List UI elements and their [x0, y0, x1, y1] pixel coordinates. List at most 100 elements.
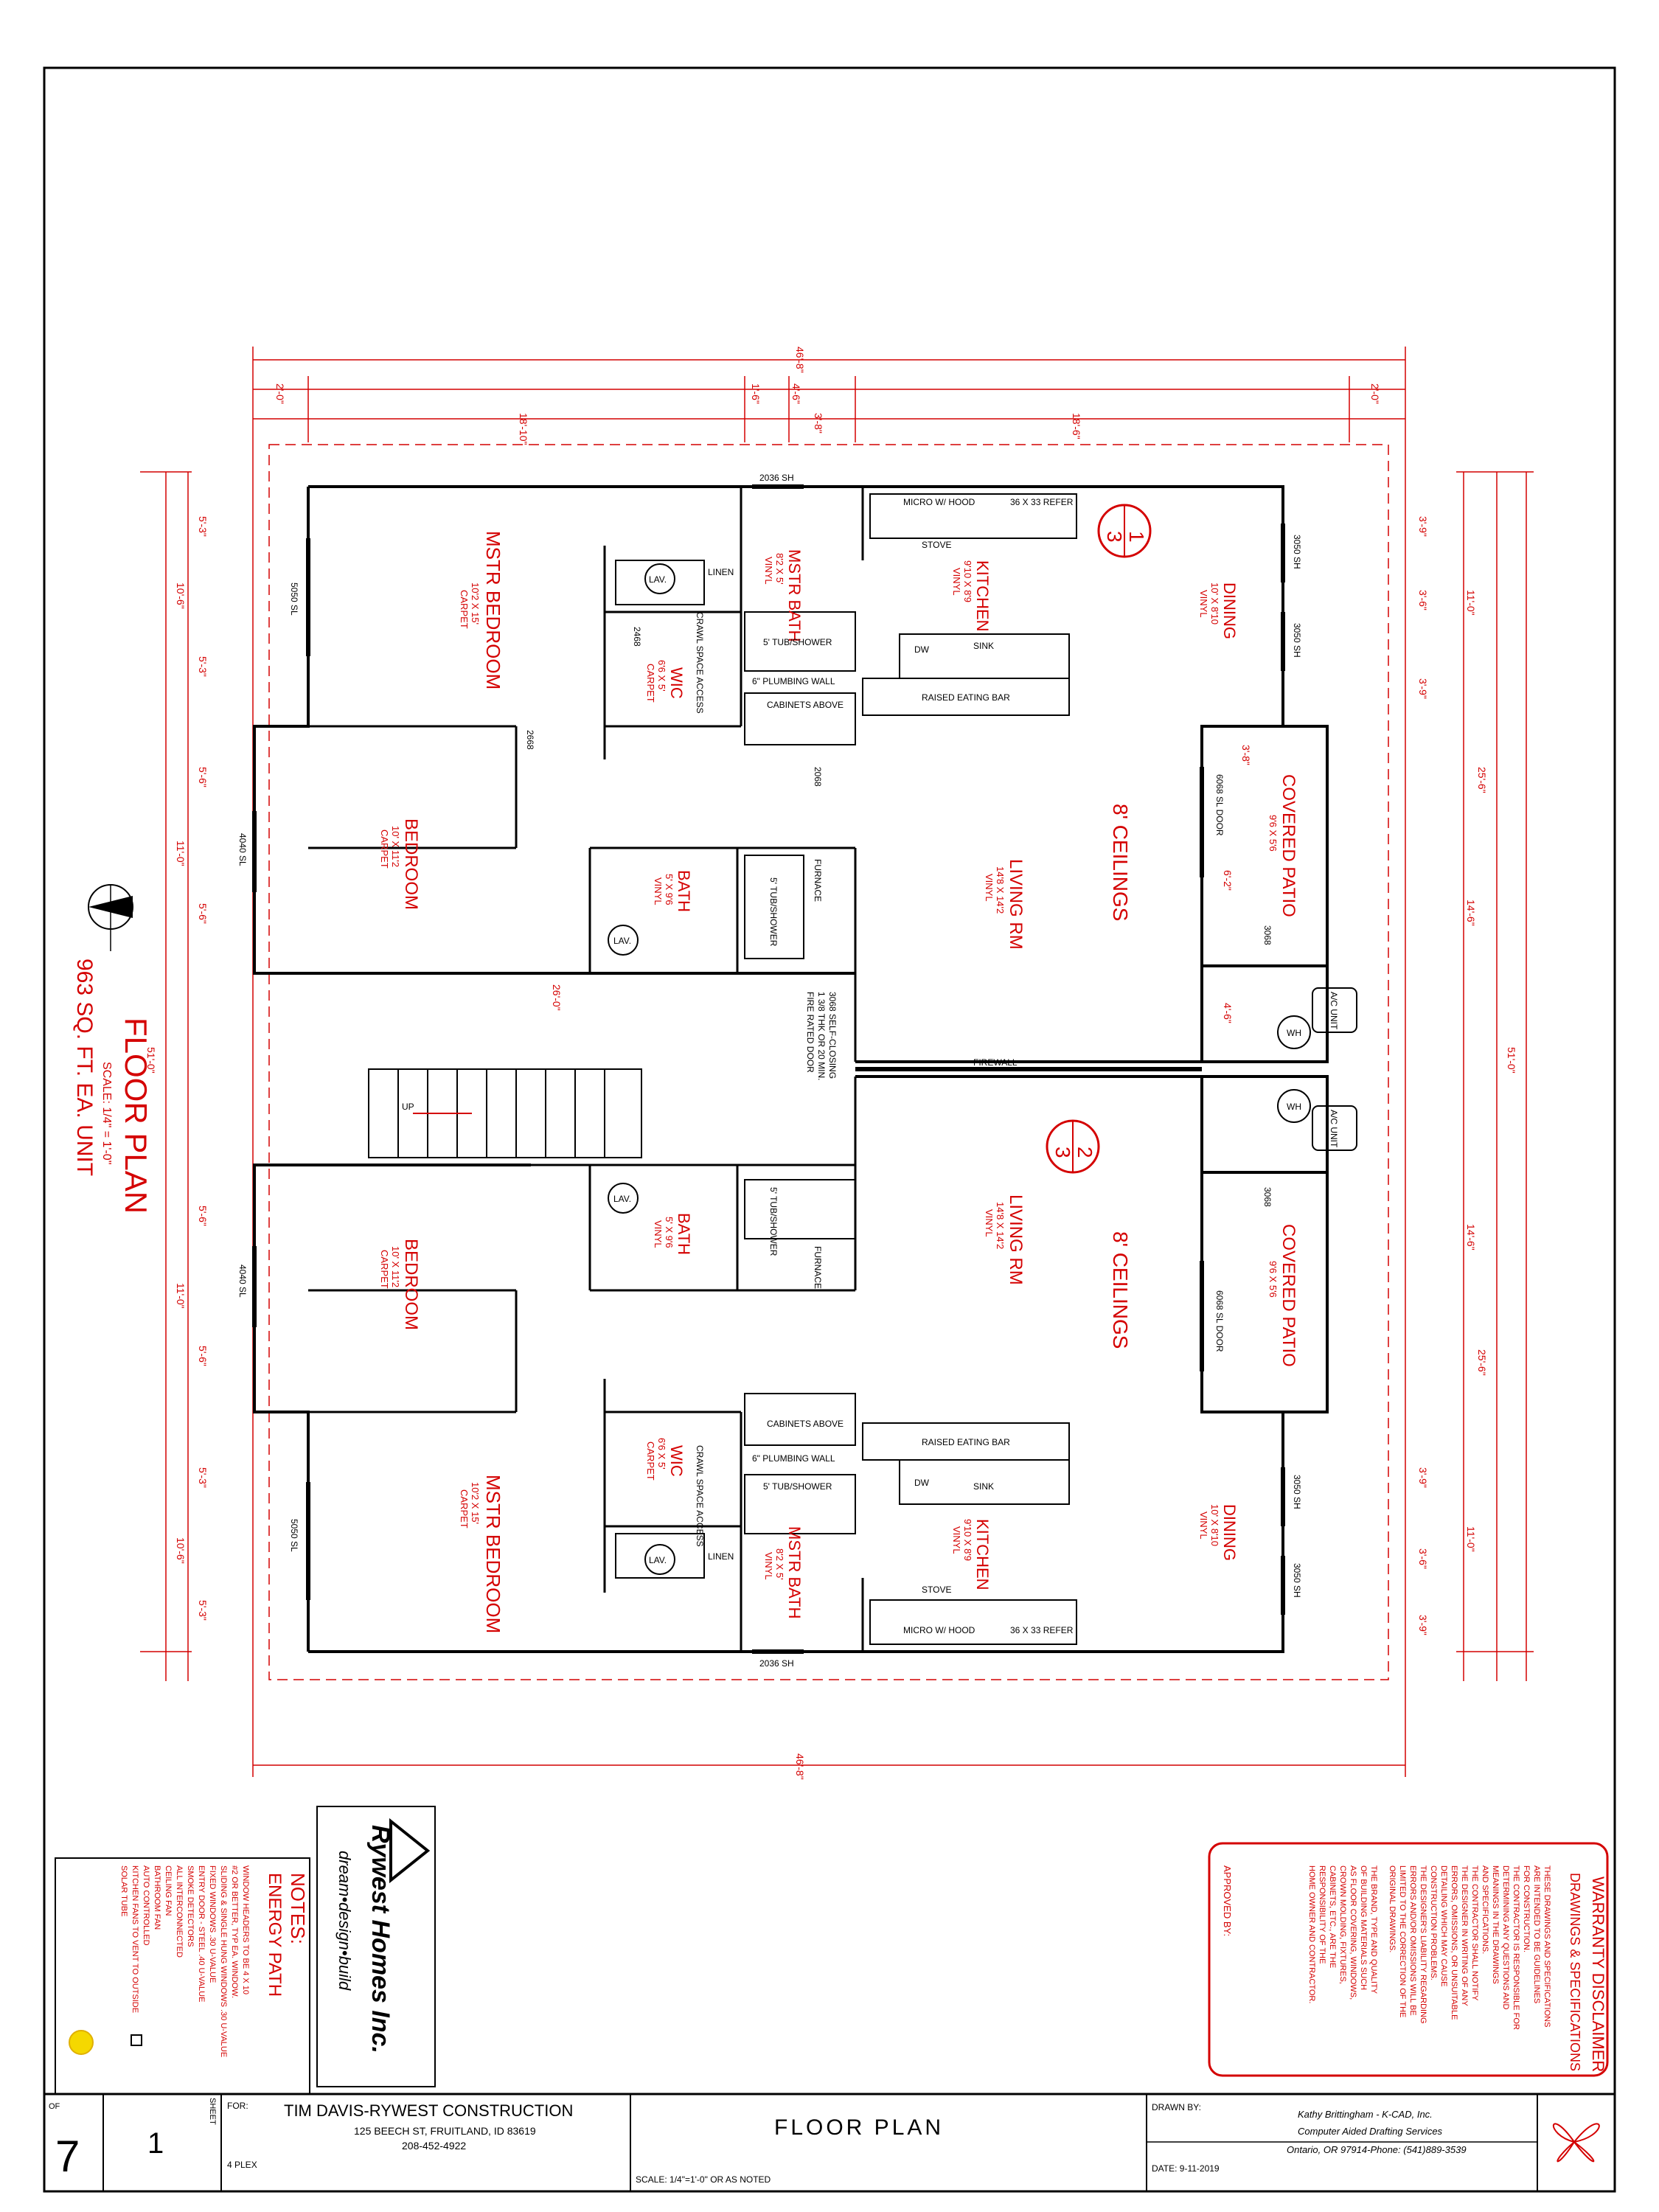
warranty-line-21: CABINETS, ETC., ARE THE	[1328, 1865, 1337, 1968]
room-top-living-floor: VINYL	[984, 874, 995, 902]
ceilings-top: 8' CEILINGS	[1109, 804, 1132, 921]
dim-right-span: 18'-6"	[1071, 413, 1082, 439]
crawl-bottom: CRAWL SPACE ACCESS	[695, 1445, 705, 1547]
room-bottom-bedroom-size: 10' X 11'2	[390, 1246, 401, 1287]
window-4040-top: 4040 SL	[237, 833, 248, 866]
room-top-dining: DINING	[1220, 582, 1239, 639]
dim-patio-c: 4'-6"	[1222, 1003, 1234, 1023]
dim-right-top-2: 3'-6"	[1417, 590, 1429, 611]
warranty-line-15: LIMITED TO THE CORRECTION OF THE	[1398, 1865, 1407, 2017]
warranty-line-23: HOME OWNER AND CONTRACTOR.	[1307, 1865, 1316, 2003]
room-bottom-wic: WIC	[667, 1445, 686, 1477]
title-phone: 208-452-4922	[402, 2140, 466, 2152]
room-bottom-mstr-bath-size: 8'2 X 5'	[774, 1548, 785, 1580]
dim-overall-depth-right: 51'-0"	[1506, 1047, 1517, 1074]
warranty-line-7: AND SPECIFICATIONS.	[1481, 1865, 1489, 1954]
door-3068-bottom: 3068	[1262, 1187, 1273, 1207]
room-top-bedroom-size: 10' X 11'2	[390, 826, 401, 867]
tub-shower-top: 5' TUB/SHOWER	[763, 637, 832, 647]
dimension-labels: 46'-8" 2'-0" 2'-0" 18'-10" 18'-6" 1'-6" …	[145, 347, 1517, 1780]
dim-left-seg-9: 5'-6"	[197, 1346, 209, 1366]
solar-tube-icon	[69, 2030, 94, 2055]
room-top-mstr-bath-floor: VINYL	[763, 557, 774, 585]
raised-bar-bottom: RAISED EATING BAR	[922, 1437, 1010, 1447]
patio-door-bottom: 6068 SL DOOR	[1214, 1290, 1225, 1352]
warranty-panel: WARRANTY DISCLAIMER DRAWINGS & SPECIFICA…	[1208, 1842, 1609, 2077]
warranty-line-2: ARE INTENDED TO BE GUIDELINES	[1532, 1865, 1541, 2003]
ac-bottom: A/C UNIT	[1329, 1110, 1339, 1148]
fire-door-line-1: 3068 SELF-CLOSING	[827, 992, 838, 1079]
dim-left-overhang: 2'-0"	[274, 383, 286, 404]
title-sheet-label: SHEET	[208, 2098, 217, 2125]
warranty-line-22: RESPONSIBILITY OF THE	[1318, 1865, 1326, 1964]
fixtures	[608, 493, 1357, 1645]
title-client: TIM DAVIS-RYWEST CONSTRUCTION	[284, 2101, 573, 2120]
notes-line-4: FIXED WINDOWS .30 U-VALUE	[208, 1865, 217, 1983]
section-marker-1: 3 1	[1097, 504, 1152, 558]
lav2-top: LAV.	[613, 936, 631, 946]
dim-right-bottom-2: 3'-6"	[1417, 1548, 1429, 1569]
dim-left-seg-10: 5'-3"	[197, 1467, 209, 1488]
rooms-top: MSTR BEDROOM 10'2 X 15' CARPET WIC 6'6 X…	[379, 531, 1298, 950]
dim-left-seg-3: 5'-3"	[197, 656, 209, 677]
exterior-walls	[253, 485, 1329, 1653]
room-bottom-dining-size: 10' X 8'10	[1209, 1504, 1220, 1546]
dim-left-seg-6: 5'-6"	[197, 903, 209, 924]
section-marker-2-number: 3	[1051, 1147, 1074, 1158]
notes-subheading: ENERGY PATH	[265, 1873, 285, 1997]
notes-line-5: ENTRY DOOR - STEEL .40 U-VALUE	[197, 1865, 206, 2002]
room-bottom-mstr-bath-floor: VINYL	[763, 1552, 774, 1580]
logo-tagline: dream•design•build	[335, 1851, 354, 1991]
micro-top: MICRO W/ HOOD	[903, 497, 975, 507]
linen-top: LINEN	[708, 567, 734, 577]
window-3050-a: 3050 SH	[1292, 535, 1302, 569]
window-3050-b: 3050 SH	[1292, 623, 1302, 658]
room-top-kitchen-size: 9'10 X 8'9	[962, 560, 973, 602]
title-date: DATE: 9-11-2019	[1152, 2163, 1220, 2174]
room-top-mstr-bath-size: 8'2 X 5'	[774, 553, 785, 585]
furnace-top: FURNACE	[813, 859, 823, 902]
room-bottom-kitchen: KITCHEN	[973, 1519, 992, 1590]
room-bottom-kitchen-size: 9'10 X 8'9	[962, 1519, 973, 1561]
crawl-top: CRAWL SPACE ACCESS	[695, 612, 705, 714]
tub-shower-bottom: 5' TUB/SHOWER	[763, 1481, 832, 1492]
title-of-label: OF	[49, 2102, 60, 2111]
dw-bottom: DW	[914, 1478, 930, 1488]
dim-right-living-b: 25'-6"	[1476, 1349, 1488, 1376]
rywest-logo: Rywest Homes Inc. dream•design•build	[316, 1806, 436, 2087]
plumbing-wall-top: 6" PLUMBING WALL	[752, 676, 835, 686]
plumbing-wall-bottom: 6" PLUMBING WALL	[752, 1453, 835, 1464]
warranty-line-17: THE BRAND, TYPE AND QUALITY	[1369, 1865, 1378, 1994]
warranty-line-10: ERRORS, OMISSIONS, OR UNSUITABLE	[1450, 1865, 1458, 2020]
dim-right-mid: 14'-6"	[1465, 900, 1477, 926]
lav-top: LAV.	[649, 574, 667, 585]
room-bottom-bedroom-floor: CARPET	[379, 1250, 390, 1289]
window-3050-d: 3050 SH	[1292, 1563, 1302, 1598]
stairs	[368, 1068, 642, 1158]
notes-heading: NOTES:	[287, 1873, 309, 1944]
room-top-patio: COVERED PATIO	[1279, 774, 1298, 917]
dim-left-seg-11: 10'-6"	[175, 1537, 187, 1564]
room-bottom-living: LIVING RM	[1006, 1194, 1026, 1285]
dimension-lines	[140, 347, 1534, 1777]
room-bottom-mstr-bedroom-floor: CARPET	[459, 1489, 470, 1528]
raised-bar-top: RAISED EATING BAR	[922, 692, 1010, 703]
roof-overhang-line	[268, 444, 1389, 1680]
title-address: 125 BEECH ST, FRUITLAND, ID 83619	[354, 2125, 536, 2137]
dim-center-c: 3'-8"	[813, 413, 824, 434]
warranty-line-1: THESE DRAWINGS AND SPECIFICATIONS	[1543, 1865, 1551, 2027]
butterfly-icon	[1552, 2123, 1600, 2163]
room-top-bedroom: BEDROOM	[401, 818, 421, 910]
section-marker-1-sheet: 1	[1125, 531, 1148, 543]
door-2068: 2068	[813, 767, 823, 787]
stairs-up-label: UP	[402, 1102, 414, 1112]
title-scale: SCALE: 1/4"=1'-0" OR AS NOTED	[636, 2174, 771, 2185]
warranty-line-4: THE CONTRACTOR IS RESPONSIBLE FOR	[1512, 1865, 1520, 2030]
plan-area: 963 SQ. FT. EA. UNIT	[72, 959, 97, 1176]
warranty-line-12: CONSTRUCTION PROBLEMS.	[1429, 1865, 1438, 1980]
dim-right-overhang: 2'-0"	[1369, 383, 1381, 404]
dim-left-seg-8: 11'-0"	[175, 1283, 187, 1309]
dim-right-dining-b: 11'-0"	[1465, 1526, 1477, 1552]
dim-left-seg-2: 10'-6"	[175, 582, 187, 609]
warranty-approved: APPROVED BY:	[1222, 1865, 1233, 1936]
